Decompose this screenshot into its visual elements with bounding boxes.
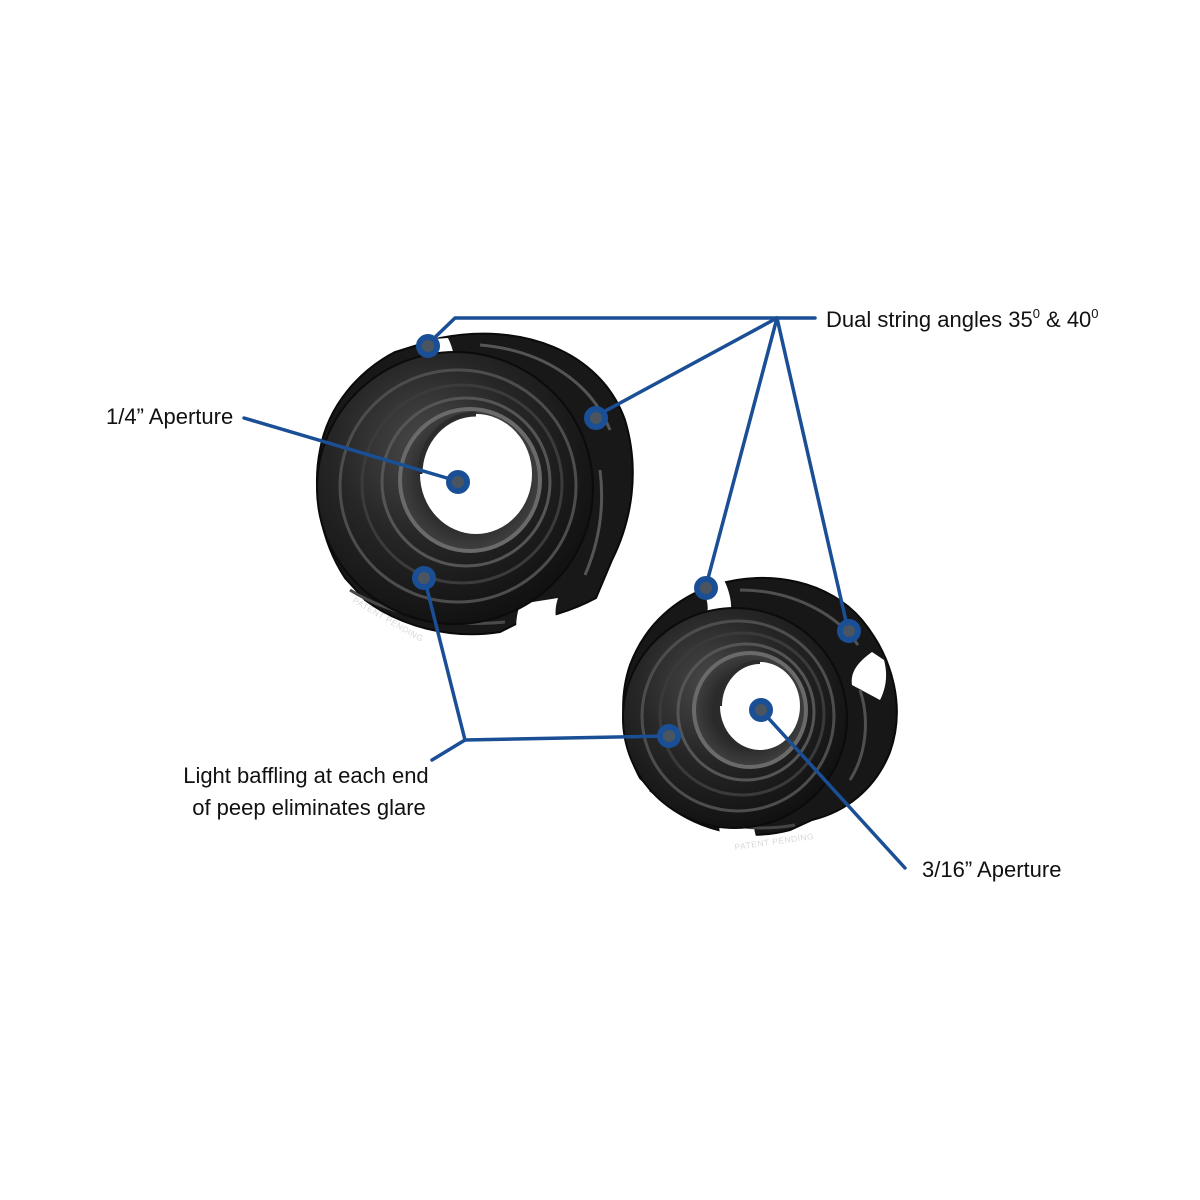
small-peep-notch-right — [851, 652, 887, 700]
label-baffling-line-2: of peep eliminates glare — [192, 795, 426, 820]
leader-baffling-small — [463, 734, 670, 742]
leader-string-angles-top-left — [426, 316, 817, 346]
large-peep-notch-bottom — [516, 598, 560, 640]
leader-string-angles-small-left — [704, 316, 779, 588]
label-string-angles-main: Dual string angles 35 — [826, 307, 1033, 332]
label-string-angles-degree-1: 0 — [1033, 306, 1040, 321]
large-peep-aperture — [420, 414, 532, 534]
large-peep-rib-2 — [583, 469, 604, 576]
label-string-angles-degree-2: 0 — [1091, 306, 1098, 321]
leader-baffling-large — [422, 575, 467, 742]
callout-dots — [412, 334, 861, 748]
small-peep-rib-2 — [848, 689, 867, 781]
label-large-aperture: 1/4” Aperture — [106, 404, 233, 429]
callout-dot-large-aperture — [446, 470, 470, 494]
label-baffling: Light baffling at each end of peep elimi… — [183, 763, 435, 820]
leader-baffling-label — [430, 738, 467, 762]
leader-string-angles-small-right — [775, 316, 850, 632]
small-peep-baffle-ring-2 — [658, 631, 826, 797]
label-string-angles: Dual string angles 350 & 400 — [826, 306, 1099, 332]
callout-dot-small-aperture — [749, 698, 773, 722]
large-peep-sight: PATENT PENDING — [316, 332, 634, 644]
leader-string-angles-large-right — [594, 316, 779, 418]
large-peep-aperture-edge — [417, 411, 477, 475]
callout-dot-baffling-large — [412, 566, 436, 590]
small-peep-baffle-ring-3 — [676, 642, 816, 782]
small-peep-aperture-edge — [718, 660, 761, 707]
leader-large-aperture — [242, 416, 459, 483]
callout-dot-string-angle-small-left — [694, 576, 718, 600]
label-string-angles-mid: & 40 — [1040, 307, 1091, 332]
large-peep-baffle-ring-3 — [380, 396, 552, 568]
large-peep-baffle-ring-2 — [360, 383, 564, 585]
label-baffling-line-1: Light baffling at each end — [183, 763, 428, 788]
callout-lines — [242, 316, 907, 870]
callout-dot-baffling-small — [657, 724, 681, 748]
callout-dot-string-angle-large-right — [584, 406, 608, 430]
callout-dot-string-angle-large-top — [416, 334, 440, 358]
label-small-aperture: 3/16” Aperture — [922, 857, 1061, 882]
leader-small-aperture — [759, 708, 907, 870]
large-peep-baffle-ring-1 — [338, 368, 578, 604]
small-peep-baffle-ring-1 — [640, 619, 836, 813]
callout-dot-string-angle-small-right — [837, 619, 861, 643]
